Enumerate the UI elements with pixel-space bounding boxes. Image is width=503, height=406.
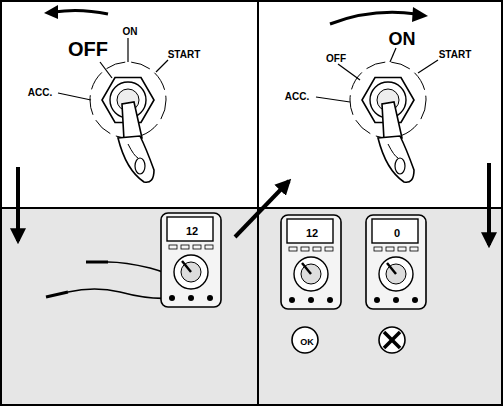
switch-off-panel: OFF ON START ACC. — [0, 0, 259, 209]
switch-position: OFF — [68, 39, 108, 59]
flow-arrow — [16, 167, 20, 241]
switch-position: ON — [123, 27, 138, 37]
meter-panel: 12 — [0, 207, 259, 406]
switch-position: START — [168, 50, 201, 60]
switch-position: ACC. — [28, 88, 52, 98]
switch-position: OFF — [326, 54, 346, 64]
flow-arrow — [235, 181, 289, 237]
result-panel: 12 0OK — [257, 207, 503, 406]
switch-position: ACC. — [285, 92, 309, 102]
flow-arrow — [487, 163, 491, 245]
ok-mark: OK — [300, 338, 314, 347]
meter-reading: 0 — [394, 228, 400, 239]
switch-position: ON — [389, 30, 416, 48]
meter-reading: 12 — [186, 226, 198, 237]
meter-reading: 12 — [306, 228, 318, 239]
switch-position: START — [439, 50, 472, 60]
switch-on-panel: OFF ON START ACC. — [257, 0, 503, 209]
